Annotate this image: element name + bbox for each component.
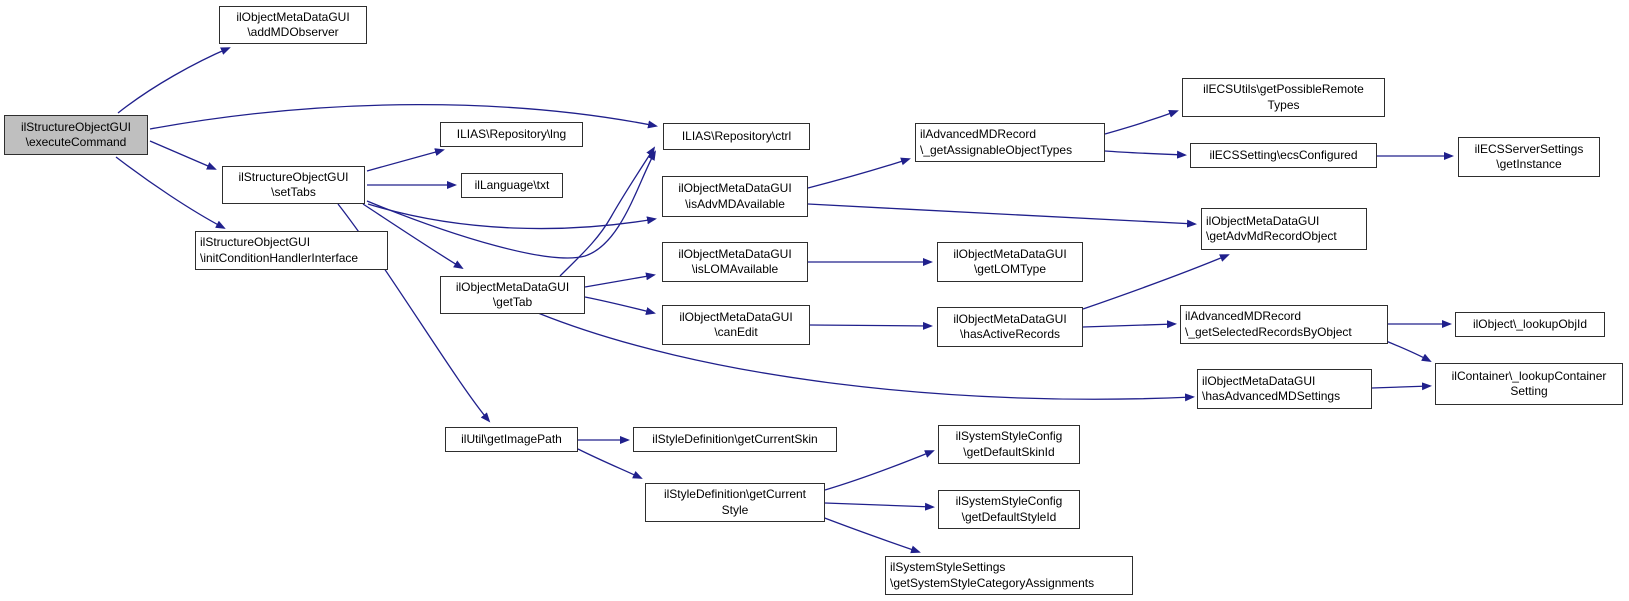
node-get-adv-md-record-object[interactable]: ilObjectMetaDataGUI \getAdvMdRecordObjec… bbox=[1201, 208, 1367, 250]
node-get-selected-records-by-object[interactable]: ilAdvancedMDRecord \_getSelectedRecordsB… bbox=[1180, 305, 1388, 344]
edge-can-edit--has-active-records bbox=[809, 321, 933, 330]
node-execute-command[interactable]: ilStructureObjectGUI \executeCommand bbox=[4, 115, 148, 155]
node-ecs-configured[interactable]: ilECSSetting\ecsConfigured bbox=[1190, 143, 1377, 168]
node-is-adv-md-available[interactable]: ilObjectMetaDataGUI \isAdvMDAvailable bbox=[662, 176, 808, 217]
node-language-txt[interactable]: ilLanguage\txt bbox=[461, 173, 563, 198]
node-lookup-container-setting[interactable]: ilContainer\_lookupContainer Setting bbox=[1435, 363, 1623, 405]
node-get-default-style-id[interactable]: ilSystemStyleConfig \getDefaultStyleId bbox=[938, 490, 1080, 529]
node-get-image-path[interactable]: ilUtil\getImagePath bbox=[445, 427, 578, 452]
edge-has-active-records--get-adv-md-record-object bbox=[1082, 254, 1230, 310]
node-init-condition-handler-interface[interactable]: ilStructureObjectGUI \initConditionHandl… bbox=[195, 231, 388, 270]
node-get-current-style[interactable]: ilStyleDefinition\getCurrent Style bbox=[645, 483, 825, 522]
edge-get-tab--is-lom-available bbox=[584, 272, 656, 288]
edge-execute-command--repository-ctrl bbox=[149, 104, 658, 130]
node-add-md-observer[interactable]: ilObjectMetaDataGUI \addMDObserver bbox=[219, 6, 367, 44]
edge-get-image-path--get-current-style bbox=[577, 448, 643, 479]
edge-get-current-style--get-default-skin-id bbox=[824, 450, 935, 491]
edge-set-tabs--repository-lng bbox=[366, 148, 445, 172]
node-has-advanced-md-settings[interactable]: ilObjectMetaDataGUI \hasAdvancedMDSettin… bbox=[1197, 369, 1372, 409]
node-can-edit[interactable]: ilObjectMetaDataGUI \canEdit bbox=[662, 305, 810, 345]
edge-set-tabs--repository-ctrl bbox=[366, 150, 656, 259]
edge-set-tabs--get-image-path bbox=[337, 203, 491, 423]
edge-set-tabs--is-adv-md-available bbox=[367, 203, 657, 230]
edge-execute-command--set-tabs bbox=[149, 140, 217, 170]
node-get-default-skin-id[interactable]: ilSystemStyleConfig \getDefaultSkinId bbox=[938, 425, 1080, 464]
node-get-current-skin[interactable]: ilStyleDefinition\getCurrentSkin bbox=[633, 427, 837, 452]
edge-set-tabs--get-tab bbox=[362, 203, 464, 270]
edge-has-active-records--get-selected-records-by-object bbox=[1082, 320, 1177, 329]
node-lookup-obj-id[interactable]: ilObject\_lookupObjId bbox=[1455, 312, 1605, 337]
edge-get-tab--has-advanced-md-settings bbox=[537, 312, 1195, 402]
node-repository-lng[interactable]: ILIAS\Repository\lng bbox=[440, 122, 583, 147]
node-get-instance[interactable]: ilECSServerSettings \getInstance bbox=[1458, 137, 1600, 177]
node-has-active-records[interactable]: ilObjectMetaDataGUI \hasActiveRecords bbox=[937, 307, 1083, 347]
node-is-lom-available[interactable]: ilObjectMetaDataGUI \isLOMAvailable bbox=[662, 242, 808, 282]
node-get-assignable-object-types[interactable]: ilAdvancedMDRecord \_getAssignableObject… bbox=[915, 123, 1105, 162]
edge-has-advanced-md-settings--lookup-container-setting bbox=[1371, 382, 1432, 391]
node-set-tabs[interactable]: ilStructureObjectGUI \setTabs bbox=[222, 166, 365, 204]
node-repository-ctrl[interactable]: ILIAS\Repository\ctrl bbox=[663, 123, 810, 150]
edge-get-current-style--get-system-style-category-assignments bbox=[821, 516, 921, 554]
node-get-lom-type[interactable]: ilObjectMetaDataGUI \getLOMType bbox=[937, 242, 1083, 282]
edge-get-tab--repository-ctrl bbox=[559, 146, 656, 277]
edge-get-tab--can-edit bbox=[584, 296, 656, 315]
edge-is-adv-md-available--get-adv-md-record-object bbox=[807, 203, 1197, 228]
node-get-tab[interactable]: ilObjectMetaDataGUI \getTab bbox=[440, 276, 585, 314]
edge-execute-command--init-condition-handler-interface bbox=[115, 156, 226, 229]
node-get-possible-remote-types[interactable]: ilECSUtils\getPossibleRemote Types bbox=[1182, 78, 1385, 117]
edge-is-adv-md-available--get-assignable-object-types bbox=[807, 157, 911, 189]
edge-get-assignable-object-types--ecs-configured bbox=[1104, 150, 1187, 159]
node-get-system-style-category-assignments[interactable]: ilSystemStyleSettings \getSystemStyleCat… bbox=[885, 556, 1133, 595]
edge-get-current-style--get-default-style-id bbox=[824, 502, 935, 511]
edge-get-assignable-object-types--get-possible-remote-types bbox=[1104, 109, 1179, 135]
edge-execute-command--add-md-observer bbox=[117, 47, 231, 114]
edge-get-selected-records-by-object--lookup-container-setting bbox=[1385, 340, 1432, 362]
